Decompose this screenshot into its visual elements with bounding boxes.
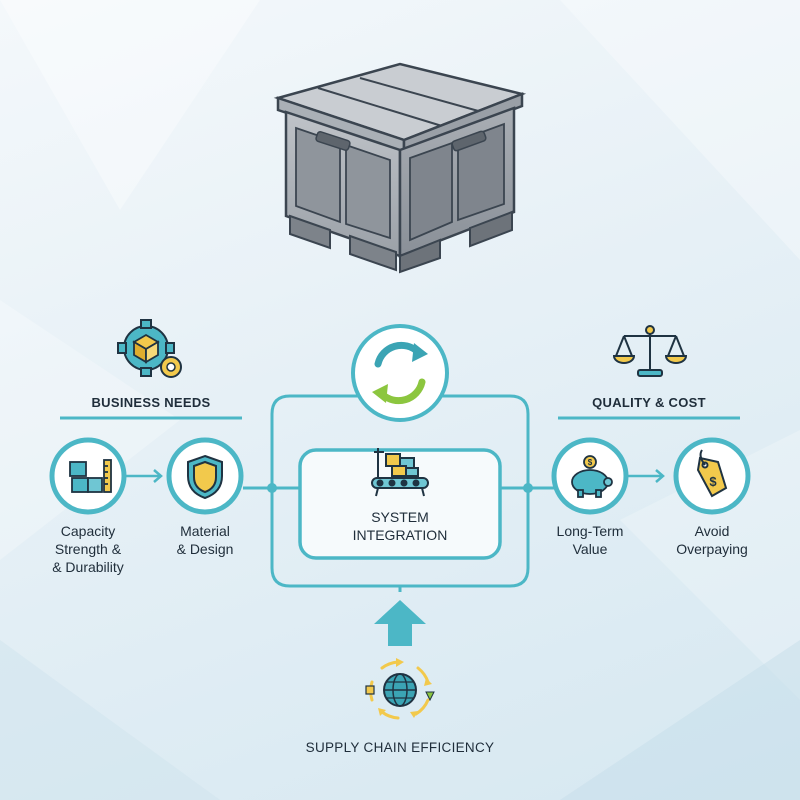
- svg-text:$: $: [709, 474, 717, 489]
- capacity-node: [49, 437, 127, 515]
- globe-cycle-icon: [365, 658, 435, 720]
- price-tag-icon: $: [696, 449, 728, 498]
- capacity-label: Capacity Strength & & Durability: [52, 523, 124, 575]
- balance-scale-icon: [612, 325, 688, 377]
- up-arrow-icon: [374, 600, 426, 646]
- connector-dot-left: [267, 483, 277, 493]
- gear-box-icon: [117, 319, 182, 378]
- business-needs-heading: BUSINESS NEEDS: [91, 395, 211, 410]
- system-integration-label: SYSTEM INTEGRATION: [352, 509, 448, 543]
- shield-icon: [187, 454, 223, 500]
- arrow-capacity-to-material: [126, 469, 163, 483]
- long-term-value-node: $: [551, 437, 629, 515]
- long-term-value-label: Long-Term Value: [556, 523, 624, 557]
- svg-text:$: $: [588, 458, 593, 467]
- avoid-overpaying-label: Avoid Overpaying: [676, 523, 748, 557]
- refresh-cycle-icon: [351, 324, 449, 422]
- supply-chain-label: SUPPLY CHAIN EFFICIENCY: [305, 740, 495, 755]
- arrow-value-to-avoid: [628, 469, 665, 483]
- connector-dot-right: [523, 483, 533, 493]
- piggy-bank-icon: $: [571, 455, 613, 498]
- avoid-overpaying-node: $: [673, 437, 751, 515]
- material-node: [166, 437, 244, 515]
- system-integration-box: [298, 448, 502, 560]
- conveyor-machine-icon: [371, 448, 429, 497]
- stacked-boxes-ruler-icon: [69, 459, 112, 493]
- material-label: Material & Design: [176, 523, 234, 557]
- pallet-crate-icon: [273, 62, 527, 274]
- quality-cost-heading: QUALITY & COST: [592, 395, 706, 410]
